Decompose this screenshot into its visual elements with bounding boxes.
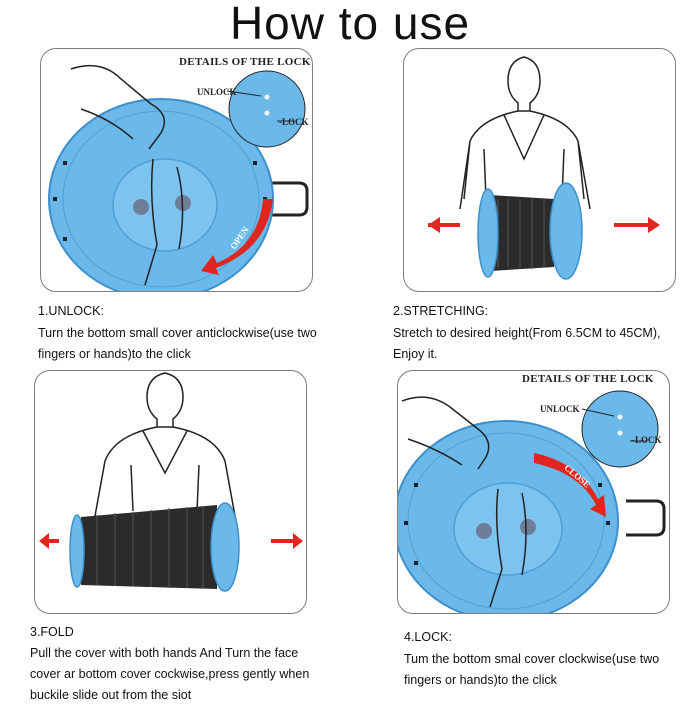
step-2-heading: 2.STRETCHING:	[393, 304, 489, 318]
step-3-heading: 3.FOLD	[30, 625, 74, 639]
step-4-description: Tum the bottom smal cover clockwise(use …	[404, 652, 660, 687]
unlock-label: UNLOCK	[540, 404, 580, 414]
unlock-illustration-panel: DETAILS OF THE LOCK UNLOCK -LOCK OPEN	[40, 48, 313, 292]
lock-illustration	[398, 390, 666, 613]
lock-illustration-panel: DETAILS OF THE LOCK UNLOCK -LOCK CLOSE	[397, 370, 670, 614]
step-2-description: Stretch to desired height(From 6.5CM to …	[393, 326, 661, 361]
lock-details-title: DETAILS OF THE LOCK	[179, 56, 311, 68]
lock-details-title: DETAILS OF THE LOCK	[522, 373, 654, 385]
fold-illustration	[39, 372, 303, 592]
step-1-heading: 1.UNLOCK:	[38, 304, 104, 318]
fold-illustration-panel	[34, 370, 307, 614]
step-1-description: Turn the bottom small cover anticlockwis…	[38, 326, 317, 361]
lock-label: -LOCK	[632, 435, 662, 445]
unlock-label: UNLOCK	[197, 87, 237, 97]
lock-label: -LOCK	[279, 117, 309, 127]
unlock-illustration	[48, 64, 309, 291]
stretching-illustration-panel	[403, 48, 676, 292]
step-4-heading: 4.LOCK:	[404, 630, 452, 644]
stretching-illustration	[428, 56, 660, 280]
page-title: How to use	[229, 0, 471, 49]
step-3-description: Pull the cover with both hands And Turn …	[30, 646, 310, 702]
